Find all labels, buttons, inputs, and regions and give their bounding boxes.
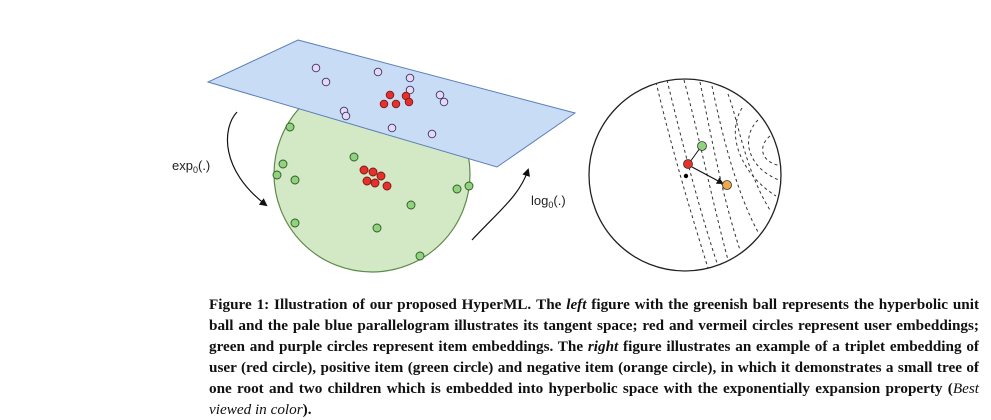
user-point-ball [362,176,372,186]
geodesic-arc-1 [711,85,759,233]
item-point-plane [435,90,445,100]
item-point-ball [285,122,295,132]
right-panel [588,78,782,272]
geodesic-arc-2 [727,93,771,211]
positive-item-point [697,141,707,151]
geodesic-arc-4 [748,119,780,181]
item-point-plane [427,129,437,139]
user-point-plane [404,97,414,107]
tangent-plane [206,39,577,168]
item-point-plane [373,67,383,77]
item-point-ball [290,218,300,228]
user-point-ball [370,178,380,188]
item-point-ball [290,175,300,185]
user-to-positive-edge [689,147,701,163]
caption-segment: figure illustrates an example of a tripl… [209,338,979,397]
user-point-ball [368,167,378,177]
plane-points [311,63,449,139]
item-point-ball [415,251,425,261]
user-point-ball [382,181,392,191]
figure-illustration: exp0(.) log0(.) [172,39,782,273]
log-map-label: log0(.) [531,193,566,210]
item-point-ball [406,200,416,210]
geodesic-line-3 [683,79,729,261]
item-point-plane [405,73,415,83]
item-point-ball [464,181,474,191]
item-point-ball [372,223,382,233]
user-point-ball [376,171,386,181]
item-point-plane [405,85,415,95]
item-point-ball [272,170,282,180]
user-point-plane [385,90,395,100]
caption-segment: figure with the greenish ball represents… [209,296,980,355]
ball-points [272,122,474,261]
user-point-plane [379,99,389,109]
negative-item-point [722,180,732,190]
caption-emphasis-left: left [566,296,587,313]
item-point-plane [439,97,449,107]
item-point-plane [341,111,351,121]
item-point-ball [349,152,359,162]
geodesic-arc-3 [734,107,777,197]
caption-segment: ). [302,401,312,418]
root-point [683,173,689,179]
caption-segment: The [536,296,567,313]
figure-caption: Figure 1: Illustration of our proposed H… [209,294,979,420]
exp-map-label: exp0(.) [172,158,210,175]
user-point [683,159,693,169]
user-point-plane [391,99,401,109]
user-point-ball [359,165,369,175]
geodesic-line-2 [666,79,719,267]
negative-item-arrow [691,166,724,184]
caption-figure-label: Figure 1: Illustration of our proposed H… [209,296,532,313]
left-panel: exp0(.) log0(.) [172,39,577,273]
exp-map-arrow [226,111,268,207]
log-map-arrow [471,168,530,241]
item-point-ball [452,184,462,194]
item-point-ball [278,159,288,169]
caption-emphasis-right: right [587,338,619,355]
item-point-plane [321,77,331,87]
geodesic-arc-5 [762,135,781,167]
item-point-plane [311,63,321,73]
geodesic-line-4 [699,81,741,251]
item-point-plane [387,123,397,133]
geodesics [655,79,781,269]
geodesic-line-1 [655,81,709,269]
